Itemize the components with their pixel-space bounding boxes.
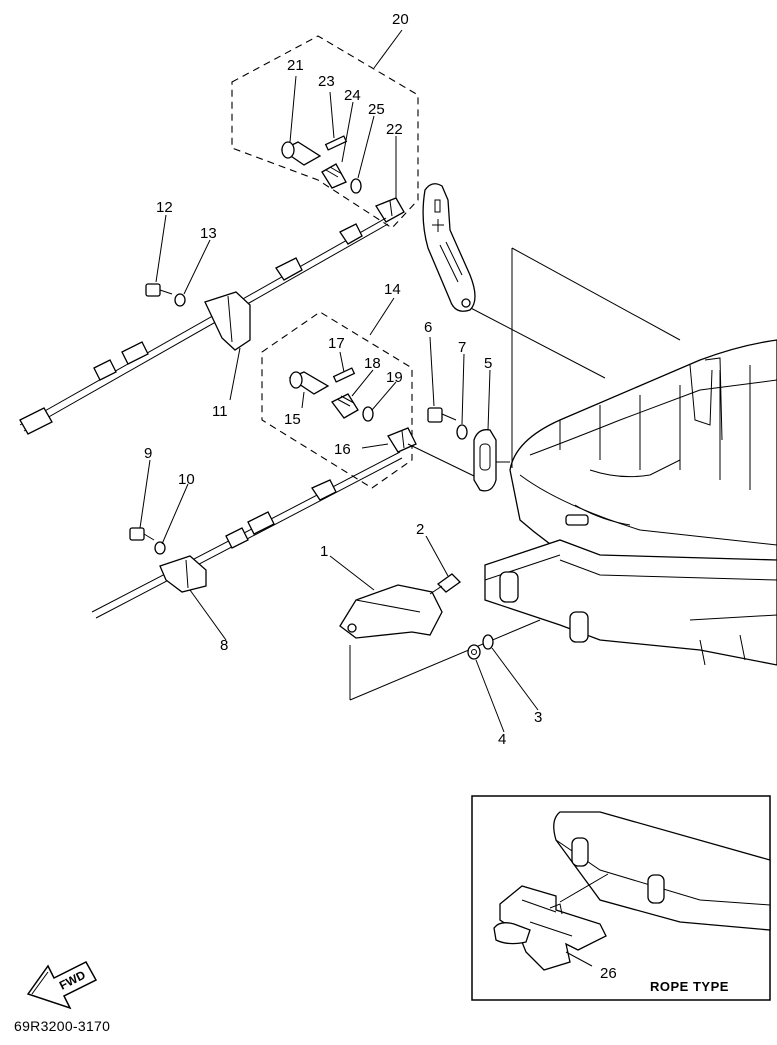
part-7-washer [456,424,468,440]
callout-19: 19 [386,369,403,386]
part-8-cable-bracket [159,555,207,593]
part-number-code: 69R3200-3170 [14,1018,111,1034]
callout-17: 17 [328,335,345,352]
part-18-spring [331,393,359,419]
guide-line [407,443,475,477]
part-11-cable-bracket [204,291,251,351]
callout-6: 6 [424,319,432,336]
part-16-cable-end [387,427,417,453]
lower-handle-bracket [484,539,777,666]
part-9-bolt [129,527,155,541]
part-2-bolt [429,573,462,595]
part-24-spring [321,163,347,189]
callout-labels: 20 21 23 24 25 22 12 13 14 6 17 7 18 5 1… [144,11,542,748]
callout-21: 21 [287,57,304,74]
lower-cable [91,451,403,619]
part-21-pin [280,141,322,166]
callout-15: 15 [284,411,301,428]
leader-lines [139,29,539,733]
part-22-cable-end [375,197,405,223]
guide-line [511,247,681,341]
callout-10: 10 [178,471,195,488]
part-5-link [473,429,497,492]
callout-2: 2 [416,521,424,538]
assembly-14-boundary [261,311,413,489]
callout-22: 22 [386,121,403,138]
callout-16: 16 [334,441,351,458]
inset-title: ROPE TYPE [650,979,729,994]
control-lever [422,183,476,312]
part-23-split-pin [324,135,348,151]
part-12-bolt [145,283,173,297]
assembly-20-boundary [231,35,419,229]
upper-cable [19,217,389,435]
callout-8: 8 [220,637,228,654]
part-1-bracket-plate [339,584,443,639]
part-13-washer [174,293,186,307]
callout-1: 1 [320,543,328,560]
callout-7: 7 [458,339,466,356]
callout-23: 23 [318,73,335,90]
callout-20: 20 [392,11,409,28]
part-19-washer [362,406,374,422]
callout-3: 3 [534,709,542,726]
part-3-washer [482,634,494,650]
rope-type-inset: 26 ROPE TYPE [471,795,771,1001]
callout-12: 12 [156,199,173,216]
guide-line [349,619,541,701]
callout-14: 14 [384,281,401,298]
callout-13: 13 [200,225,217,242]
part-10-washer [154,541,166,555]
part-4-nut [467,644,481,660]
callout-5: 5 [484,355,492,372]
callout-9: 9 [144,445,152,462]
part-26-rope-bracket [493,885,607,971]
callout-24: 24 [344,87,361,104]
part-6-bolt [427,407,457,423]
part-15-pin [288,371,330,395]
guide-line [464,304,606,379]
callout-4: 4 [498,731,506,748]
part-17-split-pin [332,367,356,383]
callout-18: 18 [364,355,381,372]
fwd-arrow-icon: FWD [26,961,98,1010]
callout-11: 11 [212,403,228,420]
callout-25: 25 [368,101,385,118]
part-25-washer [350,178,362,194]
callout-26: 26 [600,965,617,982]
